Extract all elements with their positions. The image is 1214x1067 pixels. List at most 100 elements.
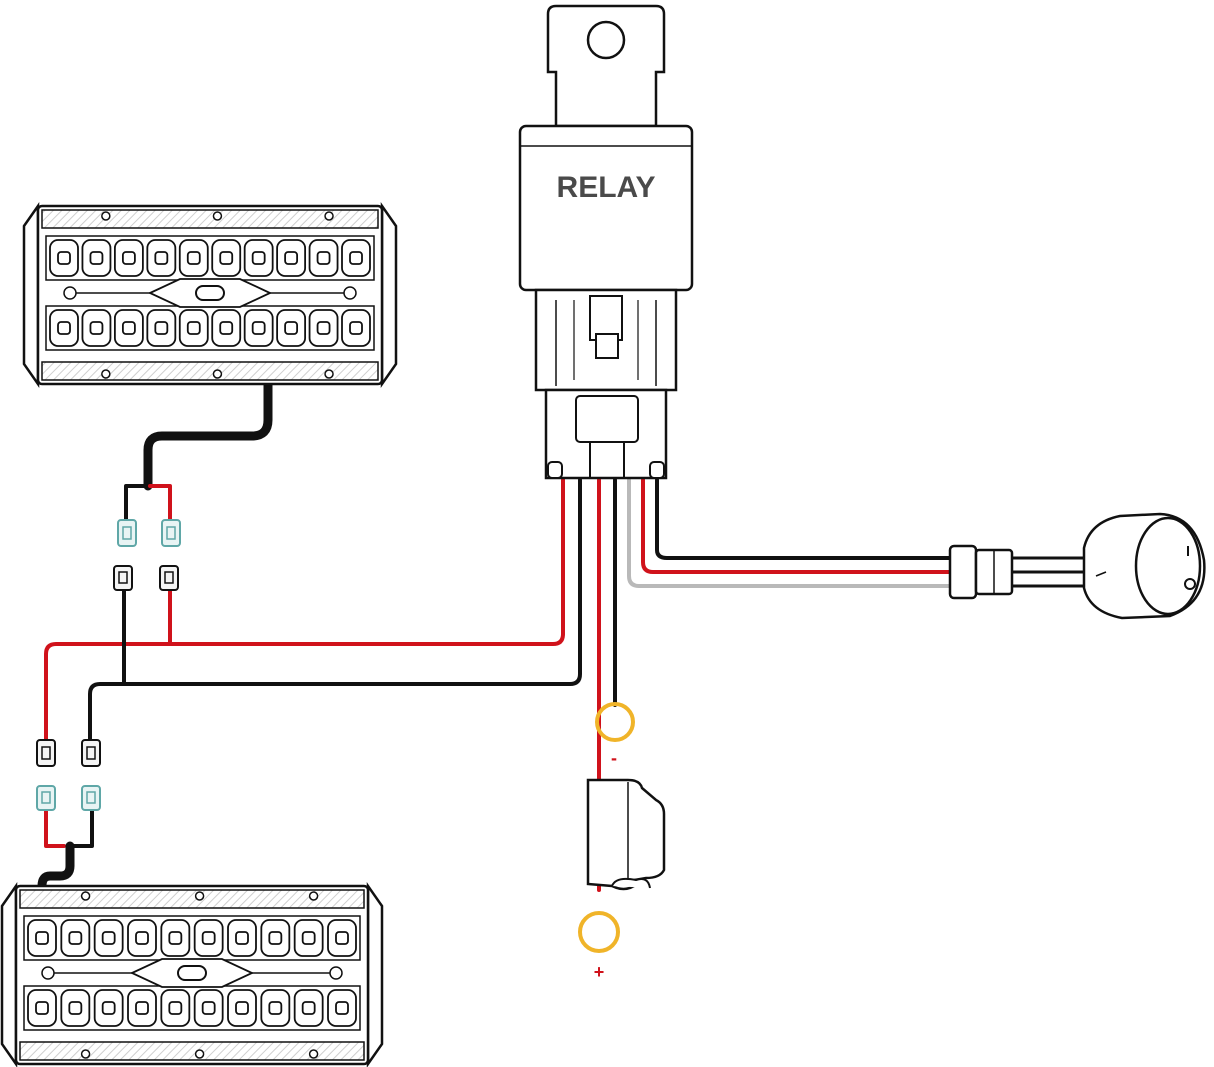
bar-screw	[101, 369, 111, 379]
bar-led	[101, 931, 116, 945]
light-bar-bottom	[0, 882, 384, 1067]
relay-mounting-hole	[586, 20, 626, 60]
connector-harness-black-top	[113, 565, 133, 591]
switch-rocker	[1134, 516, 1202, 616]
bar-led	[349, 251, 363, 265]
top-bar-black-lead	[124, 484, 150, 524]
wires	[37, 373, 1086, 901]
light-bar-top	[22, 202, 398, 388]
bullet-connectors	[36, 519, 181, 811]
bar-led	[135, 1001, 149, 1015]
inline-fuse-holder	[586, 778, 666, 891]
bar-led	[154, 321, 169, 335]
bar-led	[301, 1001, 316, 1015]
connector-harness-red-bottom	[36, 739, 56, 767]
ring-terminal-positive	[578, 911, 620, 953]
relay-black-to-lights	[88, 478, 582, 744]
ring-terminal-negative	[595, 702, 635, 742]
bar-led	[316, 251, 331, 265]
bar-screw	[212, 369, 223, 379]
connector-top-bar-black	[117, 519, 137, 547]
relay-body	[518, 124, 694, 292]
bar-side-screw	[343, 286, 357, 300]
bar-led	[68, 1001, 83, 1015]
bar-led	[235, 931, 249, 945]
bar-screw	[80, 891, 91, 901]
bar-led	[35, 931, 49, 945]
bar-led	[219, 251, 234, 265]
ring-terminals: - +	[578, 702, 635, 982]
relay: RELAY	[518, 4, 694, 480]
connector-bottom-bar-black	[81, 785, 101, 811]
bar-screw	[80, 1049, 91, 1059]
bar-led	[101, 1001, 116, 1015]
bar-led	[57, 251, 71, 265]
bar-screw	[308, 891, 319, 901]
bar-heatsink-bottom	[41, 361, 379, 381]
bar-screw	[308, 1049, 319, 1059]
bar-led	[268, 1001, 283, 1015]
positive-label: +	[594, 962, 605, 982]
bar-led	[201, 931, 216, 945]
bar-led	[251, 321, 266, 335]
bar-end-cap-right	[366, 882, 384, 1067]
bottom-bar-main-cable	[37, 841, 75, 901]
bar-led	[35, 1001, 49, 1015]
switch-wires-out	[1010, 556, 1086, 588]
bottom-bar-red-lead	[44, 806, 66, 848]
connector-harness-black-bottom	[81, 739, 101, 767]
bar-screw	[194, 891, 205, 901]
bar-led	[349, 321, 363, 335]
bar-led	[251, 251, 266, 265]
fuse-holder-body	[586, 778, 666, 891]
bar-led	[154, 251, 169, 265]
bar-end-cap-left	[22, 202, 40, 388]
top-bar-main-cable	[143, 373, 273, 491]
bar-center-slot	[177, 965, 207, 981]
bar-led	[121, 321, 136, 335]
relay-label: RELAY	[557, 171, 656, 204]
bar-screw	[324, 211, 334, 221]
bar-led	[121, 251, 136, 265]
bar-led	[335, 1001, 349, 1015]
bar-led	[89, 321, 104, 335]
bar-led	[301, 931, 316, 945]
switch-off-mark	[1184, 578, 1196, 590]
bar-end-cap-left	[0, 882, 18, 1067]
bar-led	[284, 251, 299, 265]
bar-heatsink-bottom	[19, 1041, 365, 1061]
switch-red-wire	[641, 478, 962, 574]
bar-screw	[101, 211, 111, 221]
bar-led	[268, 931, 283, 945]
negative-label: -	[611, 748, 617, 768]
bar-center-slot	[195, 285, 225, 301]
switch-plug-housing	[948, 544, 978, 600]
bar-heatsink-top	[19, 889, 365, 909]
bar-screw	[324, 369, 334, 379]
bar-led	[186, 321, 201, 335]
bar-led	[168, 931, 183, 945]
bar-led	[335, 931, 349, 945]
top-bar-red-lead	[148, 484, 172, 524]
rocker-switch	[948, 512, 1206, 620]
bar-side-screw	[329, 966, 343, 980]
connector-bottom-bar-red	[36, 785, 56, 811]
bar-led	[316, 321, 331, 335]
bar-led	[57, 321, 71, 335]
bar-end-cap-right	[380, 202, 398, 388]
switch-black-wire	[655, 478, 962, 560]
bar-screw	[212, 211, 223, 221]
bottom-bar-black-lead	[72, 806, 94, 848]
bar-led	[235, 1001, 249, 1015]
bar-heatsink-top	[41, 209, 379, 229]
bar-led	[89, 251, 104, 265]
bar-led	[68, 931, 83, 945]
bar-led	[284, 321, 299, 335]
relay-red-to-lights	[44, 478, 565, 744]
bar-led	[201, 1001, 216, 1015]
bar-led	[186, 251, 201, 265]
bar-led	[168, 1001, 183, 1015]
bar-led	[135, 931, 149, 945]
bar-side-screw	[41, 966, 55, 980]
